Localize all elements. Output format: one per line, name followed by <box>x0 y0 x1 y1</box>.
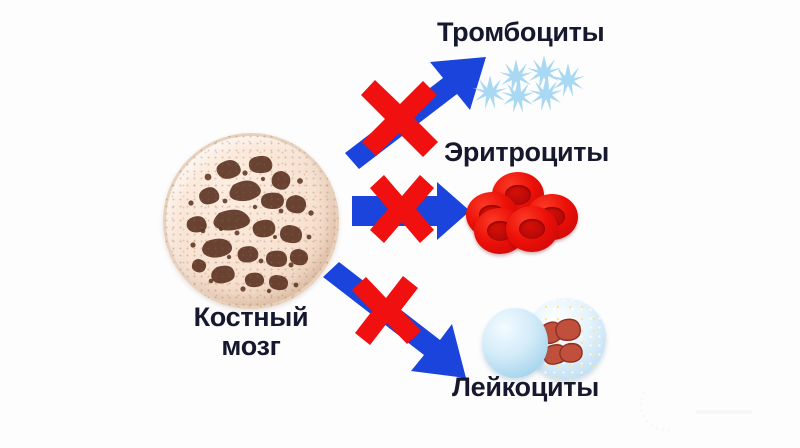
bone-marrow-label-line1: Костный <box>193 302 309 332</box>
bone-marrow-node <box>163 133 339 309</box>
red-blood-cell-cluster-icon <box>466 172 584 254</box>
erythrocytes-label: Эритроциты <box>444 137 609 167</box>
bone-marrow-label: Костный мозг <box>168 303 334 360</box>
platelets-label: Тромбоциты <box>437 17 605 47</box>
platelet-icon <box>498 76 538 116</box>
white-blood-cell-icon <box>482 308 548 378</box>
arrow-to-erythrocytes <box>352 182 470 240</box>
platelet-icon <box>496 56 536 96</box>
platelet-icon <box>548 60 588 100</box>
red-x-cross-erythrocytes <box>370 175 434 243</box>
platelet-cluster-icon <box>468 50 588 114</box>
platelet-icon <box>470 72 510 112</box>
bone-marrow-texture <box>163 133 339 309</box>
platelet-icon <box>526 74 566 114</box>
red-x-cross-platelets <box>361 80 438 157</box>
watermark <box>634 384 784 438</box>
red-x-cross-leukocytes <box>352 276 421 345</box>
bone-marrow-label-line2: мозг <box>221 330 281 361</box>
white-blood-cell-cluster-icon <box>482 296 606 382</box>
platelet-icon <box>524 52 564 92</box>
red-blood-cell-icon <box>506 206 558 252</box>
leukocytes-label: Лейкоциты <box>452 372 599 402</box>
bone-marrow-disc-icon <box>163 133 339 309</box>
arrow-to-leukocytes <box>323 262 466 378</box>
